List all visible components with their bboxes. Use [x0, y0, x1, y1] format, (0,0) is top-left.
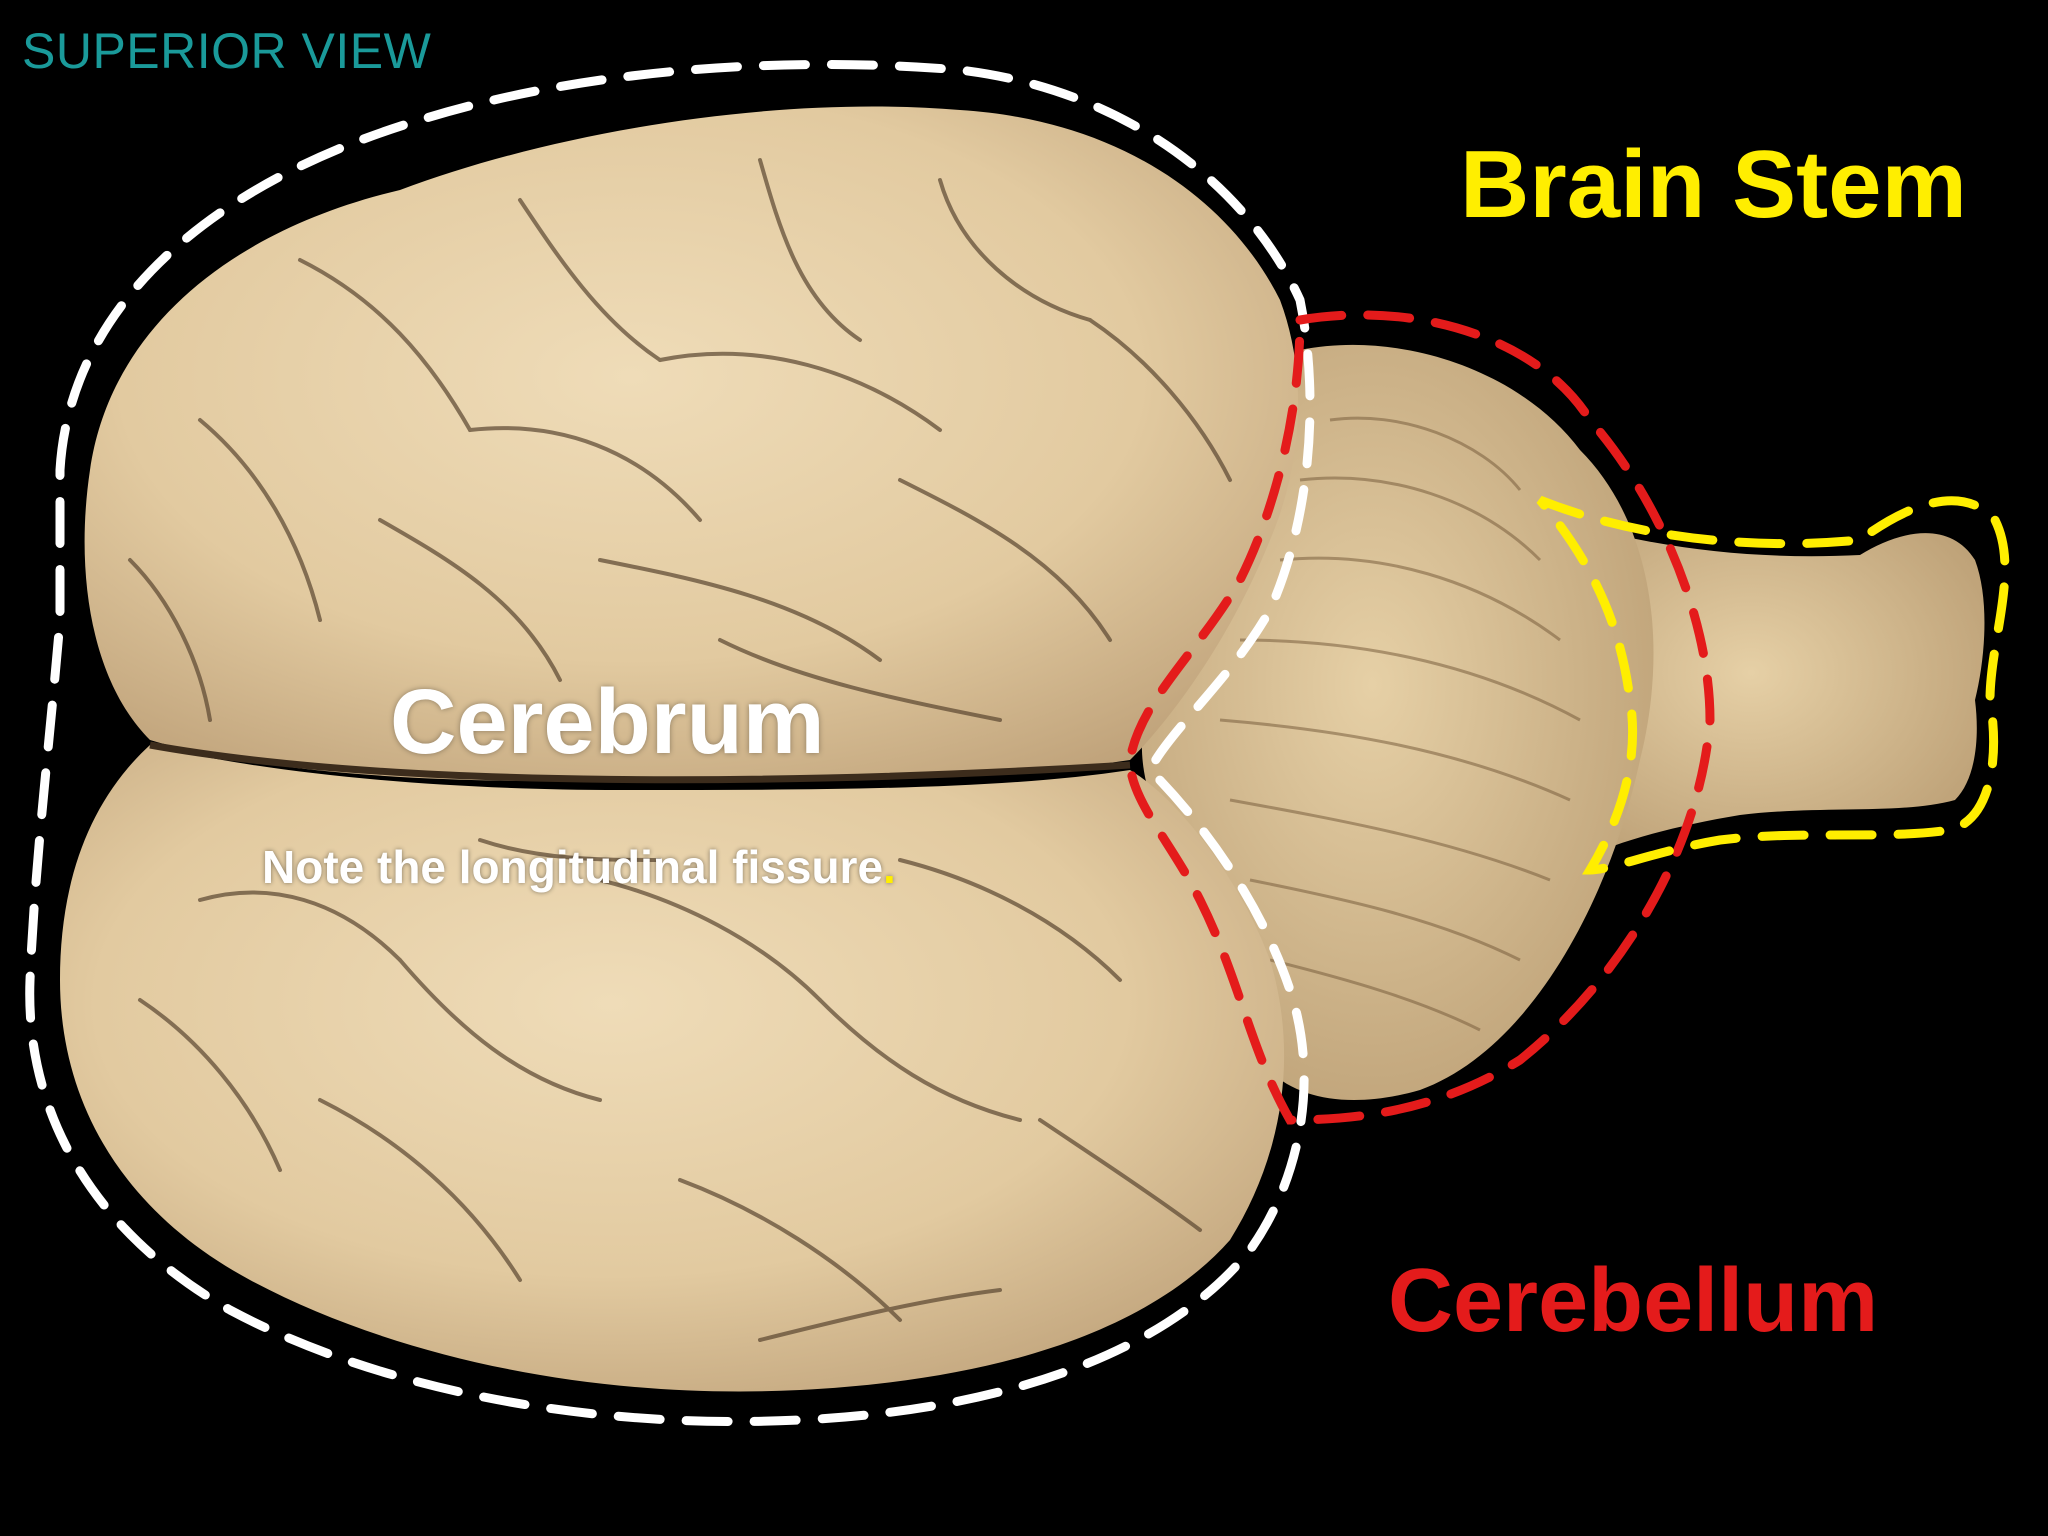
view-label: SUPERIOR VIEW	[22, 23, 432, 79]
brainstem-outline	[1536, 495, 2010, 875]
fissure-note: Note the longitudinal fissure.	[262, 840, 896, 894]
brainstem-tissue	[1560, 520, 1985, 860]
brain-stem-label: Brain Stem	[1460, 131, 1967, 238]
cerebrum-sulci	[128, 158, 1232, 1342]
cerebrum-left-hemisphere	[84, 106, 1299, 781]
cerebrum-outline	[25, 59, 1315, 1426]
cerebellum-label: Cerebellum	[1388, 1251, 1879, 1351]
fissure-note-period: .	[883, 841, 896, 893]
fissure-note-text: Note the longitudinal fissure	[262, 841, 884, 893]
cerebrum-right-hemisphere	[60, 745, 1285, 1392]
cerebellum-folia	[1219, 416, 1581, 1032]
cerebellum-outline	[1125, 310, 1715, 1125]
cerebrum-label: Cerebrum	[390, 671, 825, 773]
longitudinal-fissure	[149, 741, 1131, 784]
